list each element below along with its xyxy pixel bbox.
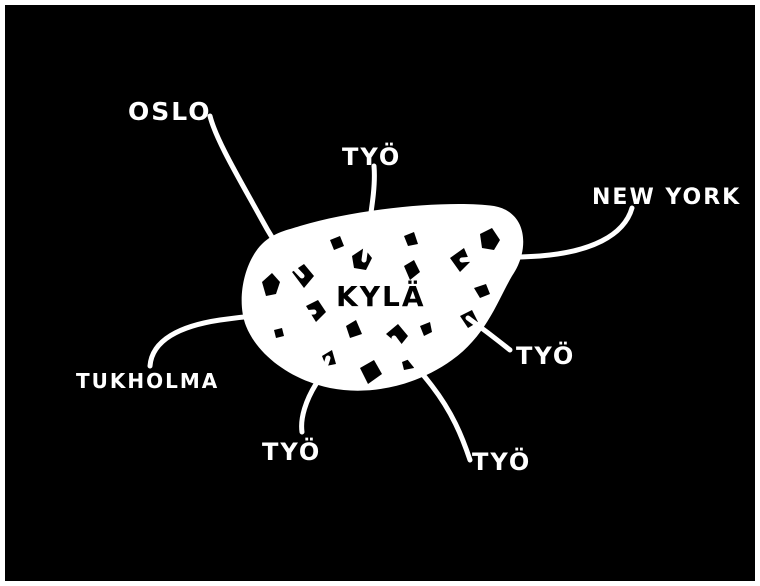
label-village: KYLÄ xyxy=(336,279,425,313)
label-tyo-right: TYÖ xyxy=(516,340,575,370)
label-new-york: NEW YORK xyxy=(592,185,741,210)
label-oslo: OSLO xyxy=(128,97,212,126)
label-tyo-top: TYÖ xyxy=(342,141,401,171)
label-tukholma: TUKHOLMA xyxy=(76,369,219,393)
label-tyo-bottom-left: TYÖ xyxy=(262,436,321,466)
label-tyo-bottom-right: TYÖ xyxy=(472,446,531,476)
